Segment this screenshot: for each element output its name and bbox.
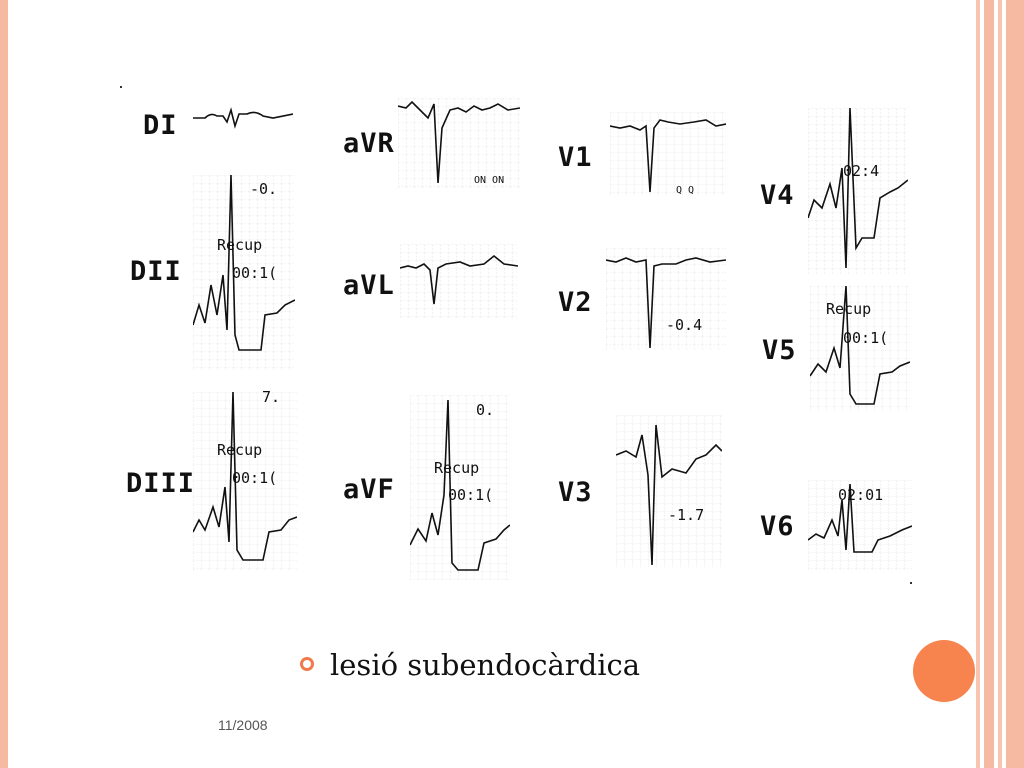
v2-value-label: -0.4 — [666, 316, 703, 334]
ecg-strip-v4 — [808, 108, 908, 274]
scan-speck — [910, 582, 912, 584]
ecg-strip-v6 — [808, 480, 912, 570]
dii-recup-label: Recup — [217, 236, 263, 254]
lead-label-v6: V6 — [760, 511, 795, 542]
lead-label-dii: DII — [130, 256, 182, 287]
ecg-strip-v3 — [616, 415, 722, 567]
ecg-strip-avr — [398, 98, 520, 188]
v4-time-label: 02:4 — [843, 162, 880, 180]
v6-time-label: 02:01 — [838, 486, 884, 504]
v1-marks-label: Q Q — [676, 185, 695, 196]
bullet-ring-icon — [300, 657, 314, 671]
left-border-rule — [0, 0, 8, 768]
diii-recup-label: Recup — [217, 441, 263, 459]
ecg-strip-diii — [193, 392, 297, 572]
avf-recup-label: Recup — [434, 459, 480, 477]
accent-circle — [913, 640, 975, 702]
ecg-strip-v5 — [810, 286, 910, 411]
lead-label-v5: V5 — [762, 335, 797, 366]
lead-label-v2: V2 — [558, 287, 593, 318]
avf-time-label: 00:1( — [448, 486, 494, 504]
bullet-text: lesió subendocàrdica — [330, 648, 641, 682]
avf-value-label: 0. — [476, 401, 495, 419]
dii-value-label: -0. — [250, 180, 278, 198]
avr-marks-label: ON ON — [474, 175, 505, 186]
ecg-strip-avl — [400, 244, 518, 318]
ecg-strip-di — [193, 100, 293, 140]
scan-speck — [120, 86, 122, 88]
ecg-strip-v1 — [610, 112, 726, 196]
ecg-strip-avf — [410, 395, 510, 580]
lead-label-avf: aVF — [343, 474, 395, 505]
v3-value-label: -1.7 — [668, 506, 705, 524]
footer-date: 11/2008 — [218, 717, 268, 733]
lead-label-diii: DIII — [126, 468, 196, 499]
dii-time-label: 00:1( — [232, 264, 278, 282]
ecg-strip-dii — [193, 175, 295, 370]
lead-label-di: DI — [143, 110, 178, 141]
lead-label-avr: aVR — [343, 128, 395, 159]
lead-label-v1: V1 — [558, 142, 593, 173]
diii-value-label: 7. — [262, 388, 281, 406]
lead-label-avl: aVL — [343, 270, 395, 301]
diii-time-label: 00:1( — [232, 469, 278, 487]
v5-recup-label: Recup — [826, 300, 872, 318]
right-decorative-bars — [976, 0, 1024, 768]
lead-label-v4: V4 — [760, 180, 795, 211]
lead-label-v3: V3 — [558, 477, 593, 508]
ecg-strip-v2 — [606, 248, 726, 350]
v5-time-label: 00:1( — [843, 329, 889, 347]
